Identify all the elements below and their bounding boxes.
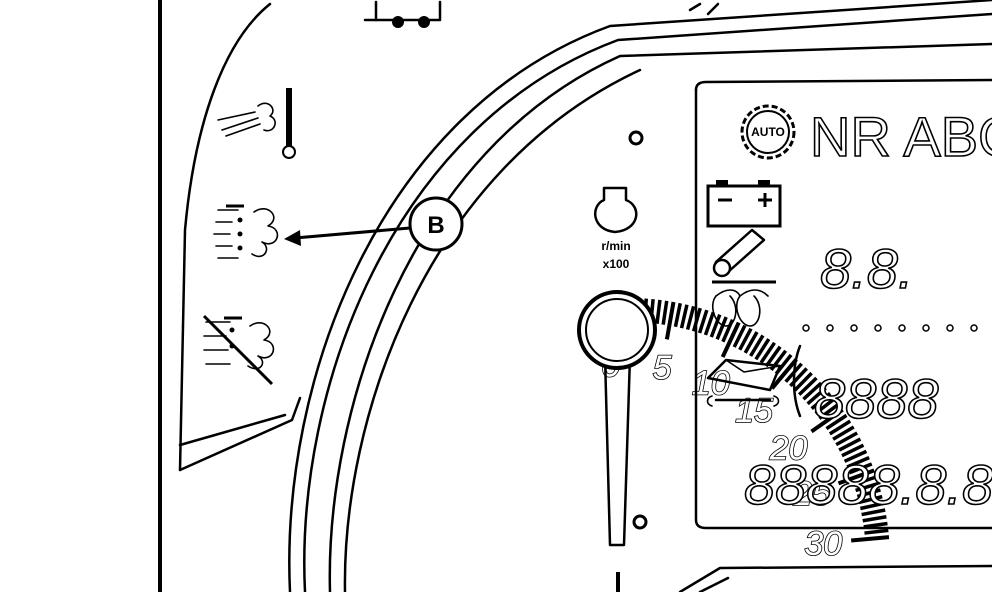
tick-mark	[764, 345, 782, 368]
tick-mark	[861, 508, 886, 517]
battery-icon	[706, 180, 782, 228]
tick-mark	[841, 443, 865, 458]
lcd-dot	[922, 324, 930, 332]
tick-mark	[828, 419, 852, 436]
tick-label-30: 30	[804, 525, 842, 563]
lcd-digits-row2: 8888	[814, 367, 939, 430]
tick-mark	[850, 535, 890, 543]
unit-rpm: r/min	[601, 239, 630, 253]
tick-mark	[655, 299, 662, 324]
bottom-bezel	[678, 564, 992, 592]
front-washer-icon	[213, 204, 279, 259]
auto-label: AUTO	[751, 125, 785, 139]
lcd-dot	[802, 324, 810, 332]
lcd-dot	[850, 324, 858, 332]
auto-gear-icon: AUTO	[740, 104, 796, 160]
tick-mark	[664, 301, 676, 340]
tick-mark	[858, 494, 883, 505]
tick-mark	[732, 324, 747, 348]
indicator-dot-bottom	[632, 514, 648, 530]
tick-mark	[855, 481, 880, 493]
callout-b: B	[284, 196, 464, 252]
tick-mark	[797, 376, 818, 396]
lcd-dot	[946, 324, 954, 332]
tick-mark	[673, 302, 682, 328]
callout-label: B	[427, 212, 444, 239]
tick-mark	[738, 327, 753, 351]
tick-label-20: 20	[769, 430, 808, 468]
rear-washer-off-icon	[202, 314, 275, 386]
lcd-dot	[898, 324, 906, 332]
lcd-dot	[826, 324, 834, 332]
lcd-top-text: NR ABC	[810, 105, 992, 168]
left-frame	[158, 0, 302, 592]
tick-mark	[679, 304, 689, 329]
tick-mark	[802, 381, 823, 401]
tick-mark	[835, 431, 858, 447]
tick-mark	[697, 309, 709, 334]
tick-mark	[685, 305, 696, 331]
lcd-digit-row-1: 8.8.	[819, 236, 914, 301]
lcd-digit-row-3: 88888.8.8	[743, 452, 992, 517]
service-wrench-icon	[706, 358, 782, 407]
gauge-bezel	[288, 0, 992, 592]
tick-mark	[837, 468, 875, 486]
tick-mark	[709, 313, 722, 338]
tick-mark	[793, 371, 813, 392]
coolant-temperature-icon	[217, 88, 296, 159]
tick-mark	[754, 338, 771, 361]
lcd-dot-row	[802, 324, 978, 332]
tachometer-needle	[577, 290, 657, 592]
tick-mark	[818, 402, 840, 420]
tick-label-15: 15	[735, 392, 773, 430]
tick-mark	[848, 462, 873, 475]
tick-mark	[814, 397, 836, 415]
engine-speed-unit: r/min x100	[594, 186, 638, 271]
tick-mark	[825, 413, 848, 431]
tick-label-5: 5	[653, 349, 672, 387]
tick-mark	[715, 316, 728, 340]
lcd-dot	[970, 324, 978, 332]
tick-mark	[810, 391, 832, 410]
tick-mark	[743, 331, 759, 354]
tick-mark	[759, 341, 776, 364]
tick-mark	[859, 501, 885, 511]
lcd-dot	[874, 324, 882, 332]
lcd-digit-row-2: 8888	[792, 344, 939, 431]
tick-mark	[806, 386, 827, 406]
tick-mark	[862, 515, 887, 523]
glow-plug-icon	[711, 228, 776, 327]
tick-mark	[770, 358, 798, 390]
tick-mark	[703, 311, 715, 336]
tick-label-25: 25	[792, 475, 831, 513]
tick-mark	[853, 475, 878, 487]
tick-mark	[720, 321, 741, 358]
tick-mark	[843, 449, 868, 463]
tick-mark	[838, 437, 862, 452]
unit-x100: x100	[603, 257, 630, 271]
tick-mark	[864, 528, 889, 535]
lcd-display: AUTO NR ABC	[694, 78, 992, 530]
indicator-dot-top	[628, 130, 644, 146]
lcd-digits-row3: 88888.8.8	[744, 453, 992, 516]
tick-mark	[856, 488, 881, 499]
top-connector	[363, 0, 442, 28]
tick-mark	[749, 334, 765, 357]
tick-mark	[661, 300, 669, 325]
tick-mark	[863, 521, 888, 529]
lcd-digits-row1: 8.8.	[820, 237, 913, 300]
tick-mark	[810, 408, 844, 434]
tick-mark	[832, 425, 855, 441]
tick-mark	[846, 456, 870, 469]
